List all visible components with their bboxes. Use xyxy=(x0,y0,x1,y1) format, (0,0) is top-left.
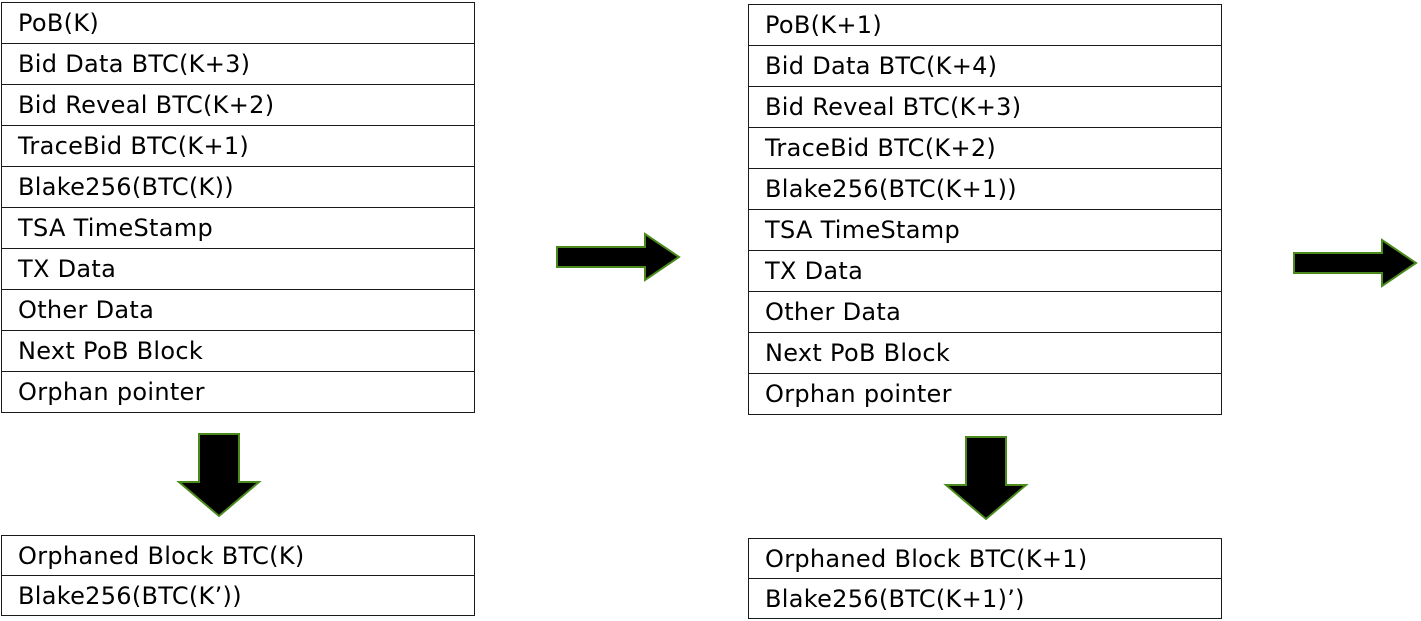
block-field: TraceBid BTC(K+2) xyxy=(749,128,1221,169)
block-field: TSA TimeStamp xyxy=(749,210,1221,251)
block-field: Next PoB Block xyxy=(2,331,474,372)
block-field: Next PoB Block xyxy=(749,333,1221,374)
down-arrow-icon xyxy=(943,436,1029,521)
pob-block-k-plus-1: PoB(K+1) Bid Data BTC(K+4) Bid Reveal BT… xyxy=(748,4,1222,415)
orphan-field: Orphaned Block BTC(K) xyxy=(2,536,474,576)
block-field: Orphan pointer xyxy=(765,380,952,408)
right-arrow-icon xyxy=(1293,238,1418,288)
orphan-field: Blake256(BTC(K+1)’) xyxy=(765,585,1025,613)
block-field: Blake256(BTC(K+1)) xyxy=(749,169,1221,210)
block-field: Other Data xyxy=(2,290,474,331)
block-field: Bid Data BTC(K+4) xyxy=(749,46,1221,87)
block-field: PoB(K) xyxy=(2,3,474,44)
orphaned-block-k: Orphaned Block BTC(K) Blake256(BTC(K’)) xyxy=(1,535,475,616)
block-field: Bid Reveal BTC(K+3) xyxy=(749,87,1221,128)
down-arrow-icon xyxy=(176,433,262,518)
orphan-field: Orphaned Block BTC(K+1) xyxy=(749,539,1221,579)
right-arrow-icon xyxy=(556,232,681,282)
block-field: Bid Reveal BTC(K+2) xyxy=(2,85,474,126)
block-field: TSA TimeStamp xyxy=(2,208,474,249)
orphaned-block-k-plus-1: Orphaned Block BTC(K+1) Blake256(BTC(K+1… xyxy=(748,538,1222,619)
block-field: TX Data xyxy=(2,249,474,290)
pob-block-k: PoB(K) Bid Data BTC(K+3) Bid Reveal BTC(… xyxy=(1,2,475,413)
block-field: Bid Data BTC(K+3) xyxy=(2,44,474,85)
orphan-field: Blake256(BTC(K’)) xyxy=(18,582,242,610)
block-field: Other Data xyxy=(749,292,1221,333)
block-field: Orphan pointer xyxy=(18,378,205,406)
block-field: Blake256(BTC(K)) xyxy=(2,167,474,208)
block-field: TraceBid BTC(K+1) xyxy=(2,126,474,167)
block-field: TX Data xyxy=(749,251,1221,292)
block-field: PoB(K+1) xyxy=(749,5,1221,46)
